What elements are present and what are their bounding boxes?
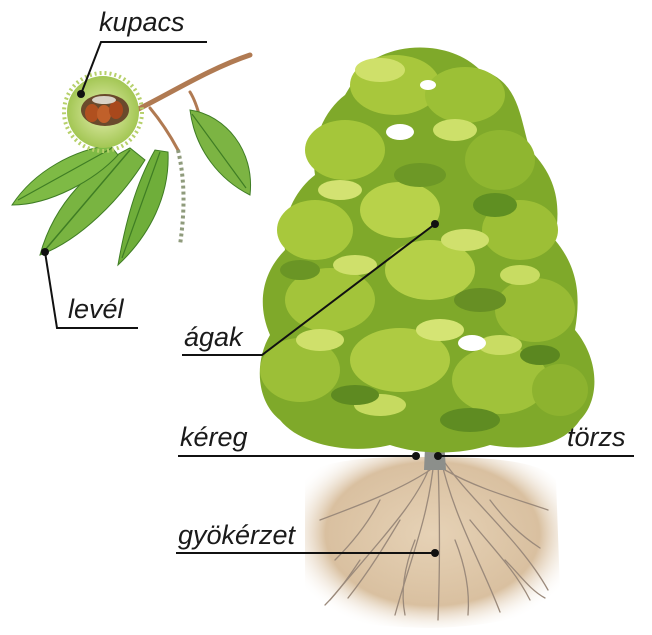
label-level: levél <box>68 294 125 324</box>
label-torzs: törzs <box>567 422 626 452</box>
soil <box>305 457 560 628</box>
leaf-right <box>190 110 251 195</box>
label-agak: ágak <box>184 322 244 352</box>
label-kereg: kéreg <box>180 422 248 452</box>
tree-canopy <box>260 48 595 453</box>
chestnut-burr <box>64 73 142 151</box>
label-gyokerzet: gyökérzet <box>178 520 297 550</box>
label-kupacs: kupacs <box>99 7 185 37</box>
